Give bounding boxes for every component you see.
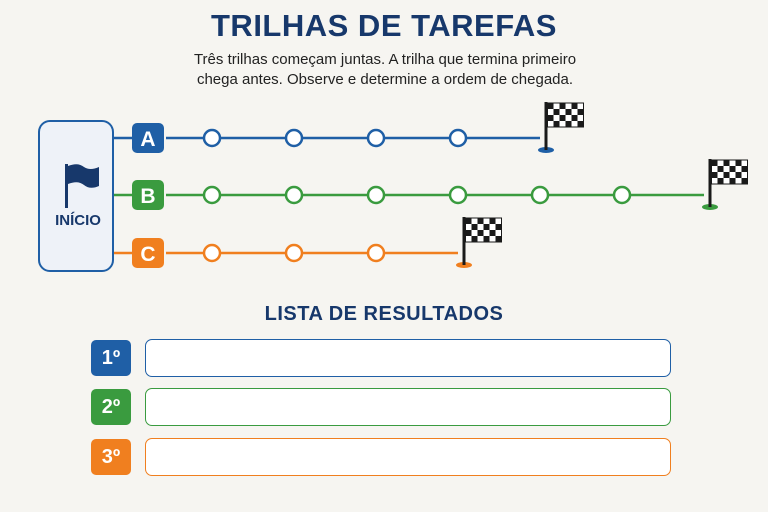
- result-field-1[interactable]: [145, 339, 671, 377]
- track-label: C: [140, 243, 155, 266]
- instructions: Três trilhas começam juntas. A trilha qu…: [150, 50, 620, 90]
- start-box: INÍCIO: [38, 120, 114, 272]
- checkered-flag-icon: [538, 102, 584, 153]
- result-field-2[interactable]: [145, 388, 671, 426]
- checkpoint: [530, 185, 550, 205]
- rank-badge-3: 3º: [91, 439, 131, 475]
- checkpoint: [366, 243, 386, 263]
- instructions-line-1: Três trilhas começam juntas. A trilha qu…: [193, 51, 577, 68]
- rank-badge-1: 1º: [91, 340, 131, 376]
- checkpoint: [284, 243, 304, 263]
- checkpoint: [202, 185, 222, 205]
- checkered-flag-icon: [702, 159, 748, 210]
- checkpoint: [448, 185, 468, 205]
- checkpoint: [284, 128, 304, 148]
- results-title: LISTA DE RESULTADOS: [264, 303, 504, 325]
- track-label: A: [140, 128, 155, 151]
- checkpoint: [202, 128, 222, 148]
- start-label: INÍCIO: [55, 212, 101, 229]
- checkpoint: [202, 243, 222, 263]
- flag-icon: [65, 164, 99, 208]
- track-badge: [132, 180, 164, 210]
- instructions-line-2: chega antes. Observe e determine a ordem…: [196, 71, 574, 88]
- checkpoint: [366, 185, 386, 205]
- checkpoint: [366, 128, 386, 148]
- track-badge: [132, 238, 164, 268]
- checkpoint: [448, 128, 468, 148]
- track-b: B: [114, 159, 748, 210]
- checkpoint: [612, 185, 632, 205]
- result-field-3[interactable]: [145, 438, 671, 476]
- checkered-flag-icon: [456, 217, 502, 268]
- track-a: A: [114, 102, 584, 153]
- track-board: A B C: [114, 102, 748, 268]
- track-label: B: [140, 185, 155, 208]
- checkpoint: [284, 185, 304, 205]
- track-c: C: [114, 217, 502, 268]
- track-badge: [132, 123, 164, 153]
- rank-badge-2: 2º: [91, 389, 131, 425]
- page-title: TRILHAS DE TAREFAS: [211, 8, 557, 43]
